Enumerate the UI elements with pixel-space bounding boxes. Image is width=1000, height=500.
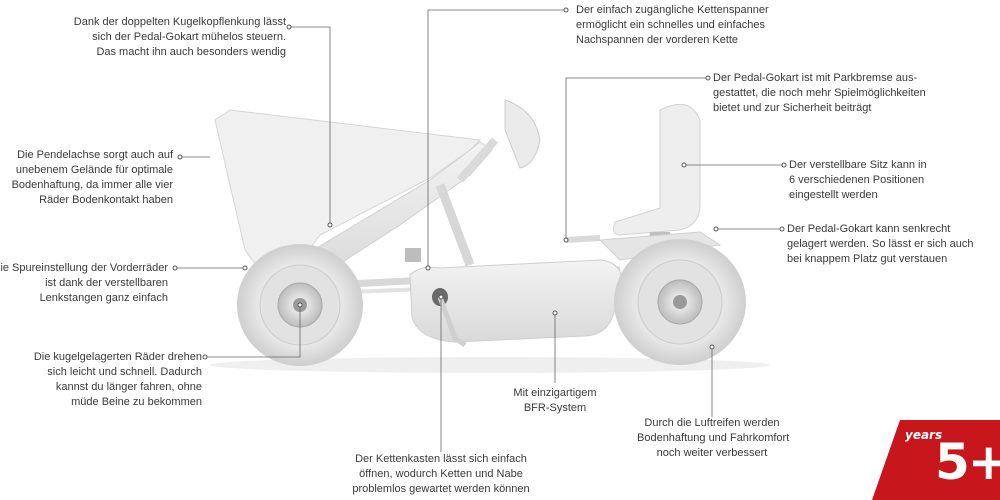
ground-shadow	[210, 357, 770, 373]
rear-wheel	[614, 239, 746, 365]
seat	[612, 103, 701, 236]
callout-steering: Dank der doppelten Kugelkopflenkung läss…	[73, 16, 286, 58]
age-badge	[872, 420, 1000, 500]
chain-tensioner-block	[405, 248, 421, 262]
callout-chain-case: Der Kettenkasten lässt sich einfach öffn…	[352, 453, 530, 495]
support-strut	[435, 183, 475, 267]
callout-bearings: Die kugelgelagerten Räder drehen sich le…	[33, 351, 202, 408]
callout-bfr: Mit einzigartigem BFR-System	[513, 387, 597, 414]
pedal-arm	[437, 296, 467, 348]
callout-vertical-storage: Der Pedal-Gokart kann senkrecht gelagert…	[787, 223, 974, 265]
callout-chain-tensioner: Der einfach zugängliche Kettenspanner er…	[576, 4, 769, 46]
leader-dots	[172, 7, 787, 360]
callout-pendulum-axle: Die Pendelachse sorgt auch auf unebenem …	[11, 149, 173, 206]
steering-wheel	[504, 99, 541, 169]
callout-parking-brake: Der Pedal-Gokart ist mit Parkbremse aus-…	[713, 72, 926, 114]
parking-brake-lever	[565, 235, 601, 243]
age-badge-background	[872, 420, 1000, 500]
chain-case	[409, 259, 623, 343]
leader-chain-tensioner	[427, 9, 566, 268]
leader-bearings	[205, 305, 301, 358]
leader-steering	[289, 26, 331, 225]
callout-tyres: Durch die Luftreifen werden Bodenhaftung…	[637, 417, 790, 459]
callout-seat: Der verstellbare Sitz kann in 6 verschie…	[789, 159, 927, 201]
callout-toe-adjust: Die Spureinstellung der Vorderräder ist …	[0, 262, 168, 304]
age-badge-age-label: 5+	[935, 433, 1000, 491]
leader-lines	[175, 9, 784, 452]
leader-parking-brake	[565, 77, 708, 240]
age-badge-years-label: years	[905, 428, 943, 442]
steering-column	[456, 137, 499, 183]
kart-nose-top	[214, 109, 482, 271]
